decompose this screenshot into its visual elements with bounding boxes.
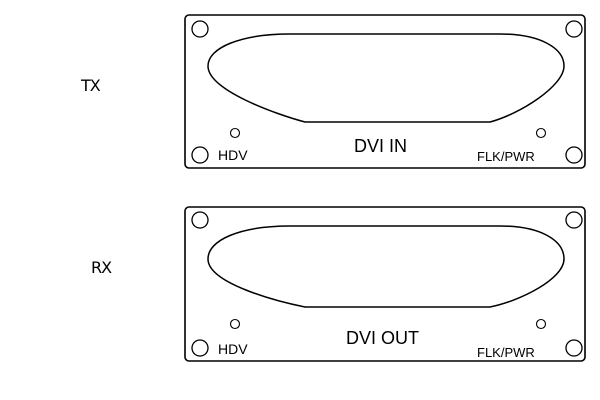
rx-label: RX (91, 258, 112, 277)
rx-flk-pwr-label: FLK/PWR (477, 345, 535, 360)
tx-screw-hole-bottom-left-icon (191, 146, 209, 164)
rx-dvi-out-label: DVI OUT (346, 328, 419, 348)
rx-panel-frame (184, 206, 586, 362)
tx-hdv-led-icon (229, 127, 241, 139)
rx-screw-hole-bottom-right-icon (565, 339, 583, 357)
tx-screw-hole-top-left-icon (191, 20, 209, 38)
tx-flk-pwr-led-icon (535, 127, 547, 139)
rx-screw-hole-bottom-left-icon (191, 339, 209, 357)
rx-dvi-connector-cutout (207, 225, 565, 308)
rx-screw-hole-top-left-icon (191, 211, 209, 229)
tx-screw-hole-top-right-icon (565, 20, 583, 38)
tx-dvi-in-label: DVI IN (354, 136, 407, 156)
rx-hdv-label: HDV (218, 341, 248, 357)
tx-screw-hole-bottom-right-icon (565, 146, 583, 164)
rx-panel: HDV DVI OUT FLK/PWR (184, 206, 586, 362)
rx-screw-hole-top-right-icon (565, 211, 583, 229)
tx-panel-frame (184, 14, 586, 169)
tx-hdv-label: HDV (218, 147, 248, 163)
tx-dvi-connector-cutout (207, 33, 565, 123)
rx-flk-pwr-led-icon (535, 318, 547, 330)
rx-hdv-led-icon (229, 318, 241, 330)
tx-panel: HDV DVI IN FLK/PWR (184, 14, 586, 169)
tx-label: TX (81, 76, 101, 95)
tx-flk-pwr-label: FLK/PWR (477, 149, 535, 164)
